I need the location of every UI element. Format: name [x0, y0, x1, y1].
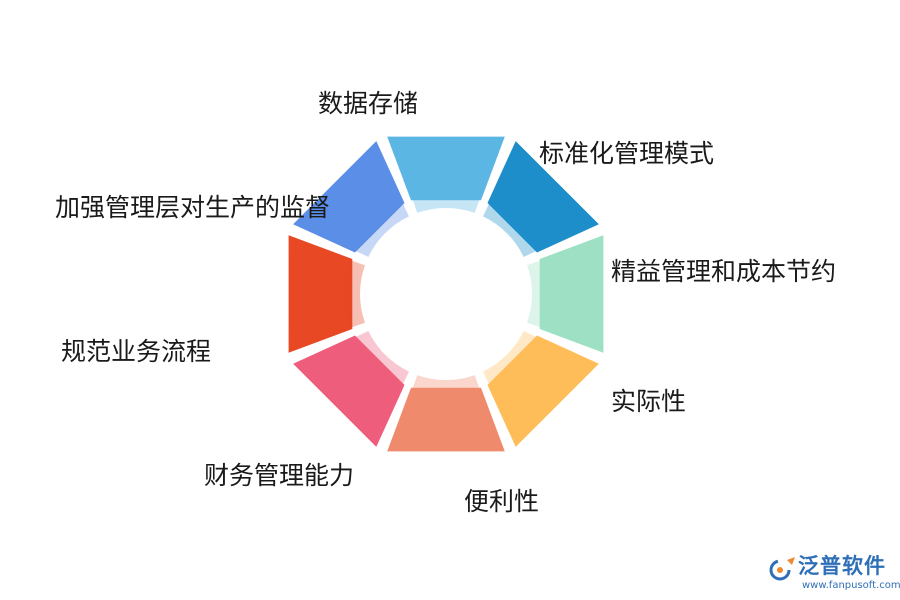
segment-label-lean-management: 精益管理和成本节约 — [611, 257, 837, 286]
segment-label-practicality: 实际性 — [611, 387, 687, 416]
segment-label-standardized-management: 标准化管理模式 — [539, 139, 715, 168]
segment-standardize-process — [293, 335, 405, 447]
segment-inner-band-production-supervision — [344, 259, 365, 329]
segment-inner-band-standardize-process — [353, 331, 409, 387]
segment-convenience — [487, 335, 599, 447]
segment-inner-band-financial-capability — [411, 375, 481, 396]
segment-label-production-supervision: 加强管理层对生产的监督 — [55, 193, 331, 222]
segment-inner-band-lean-management — [483, 201, 539, 257]
segment-production-supervision — [288, 235, 353, 353]
segment-practicality — [539, 235, 604, 353]
segment-data-storage — [293, 141, 405, 253]
segment-standardized-management — [387, 136, 505, 201]
fanpu-logo-icon — [769, 557, 795, 581]
segment-inner-band-convenience — [483, 331, 539, 387]
watermark: 泛普软件 www.fanpusoft.com — [768, 552, 900, 596]
segment-financial-capability — [387, 387, 505, 452]
segment-inner-band-data-storage — [353, 201, 409, 257]
watermark-brand-name: 泛普软件 — [798, 554, 886, 578]
watermark-url: www.fanpusoft.com — [802, 580, 900, 591]
segment-label-convenience: 便利性 — [464, 487, 540, 516]
segment-inner-band-standardized-management — [411, 191, 481, 213]
segment-inner-band-practicality — [527, 259, 548, 329]
segment-label-data-storage: 数据存储 — [318, 89, 419, 118]
segment-label-standardize-process: 规范业务流程 — [61, 337, 212, 366]
segment-lean-management — [487, 141, 599, 253]
segment-label-financial-capability: 财务管理能力 — [204, 461, 355, 490]
